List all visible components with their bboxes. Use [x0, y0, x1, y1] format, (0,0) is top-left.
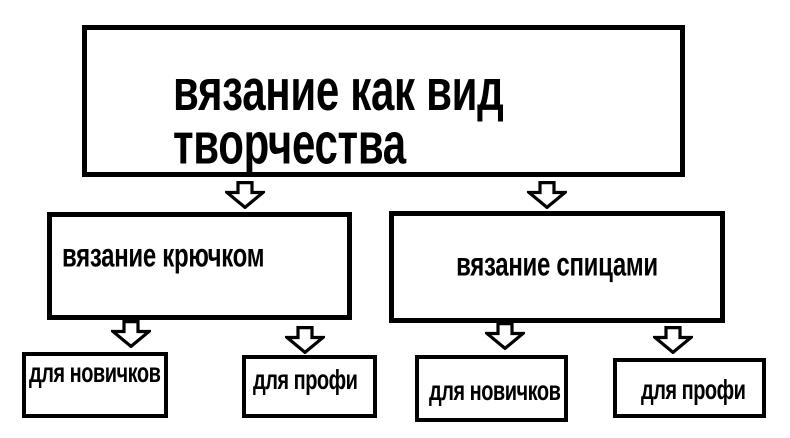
node-needles-beginners-label: для новичков — [429, 376, 561, 407]
node-needles-beginners: для новичков — [415, 355, 568, 422]
node-needles-label: вязание спицами — [456, 246, 658, 284]
node-root-label: вязание как вид творчества — [173, 57, 504, 176]
node-needles: вязание спицами — [389, 211, 725, 323]
down-arrow-icon — [285, 326, 325, 354]
node-root: вязание как вид творчества — [82, 25, 685, 177]
down-arrow-icon — [653, 326, 693, 354]
node-crochet: вязание крючком — [47, 212, 352, 320]
node-crochet-pros: для профи — [242, 355, 377, 418]
node-needles-pros: для профи — [613, 358, 766, 418]
node-crochet-beginners-label: для новичков — [29, 358, 161, 389]
node-crochet-pros-label: для профи — [253, 365, 358, 396]
node-crochet-label: вязание крючком — [62, 237, 265, 275]
down-arrow-icon — [111, 320, 151, 348]
node-needles-pros-label: для профи — [641, 375, 746, 406]
down-arrow-icon — [527, 181, 567, 209]
down-arrow-icon — [485, 322, 525, 350]
node-crochet-beginners: для новичков — [22, 352, 168, 418]
down-arrow-icon — [225, 181, 265, 209]
